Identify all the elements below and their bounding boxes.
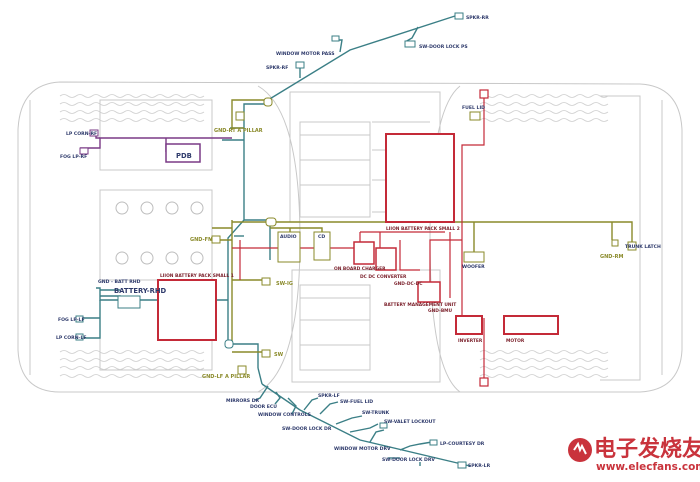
label-fog-lp-lf: FOG LP-LF — [58, 317, 85, 323]
label-battery-rhd: BATTERY-RHD — [114, 287, 167, 295]
sw-valet-connector — [379, 422, 388, 429]
label-gnd-dc-dc: GND-DC-DC — [394, 281, 422, 287]
lp-corn-rf-connector — [89, 129, 99, 137]
label-lp-courtesy-dr: LP-COURTESY DR — [440, 441, 485, 447]
watermark-url: www.elecfans.com — [596, 461, 700, 473]
label-sw-door-lock-dr: SW-DOOR LOCK DR — [282, 426, 332, 432]
pdb-box — [165, 143, 201, 163]
label-pdb: PDB — [176, 152, 192, 160]
lp-corn-lf-connector — [75, 333, 84, 341]
watermark: 电子发烧友 www.elecfans.com — [568, 436, 700, 473]
window-motor-pass-connector — [331, 35, 340, 42]
label-gnd-bmu: GND-BMU — [428, 308, 453, 314]
label-gnd-rm: GND-RM — [600, 254, 623, 260]
label-fuel-lid: FUEL LID — [462, 105, 485, 111]
label-spkr-lr: SPKR-LR — [468, 463, 491, 469]
label-audio: AUDIO — [280, 234, 297, 240]
label-fog-lp-rf: FOG LP-RF — [60, 154, 87, 160]
label-sw-ig: SW-IG — [276, 281, 293, 287]
spkr-rr-connector — [454, 12, 464, 20]
label-motor: MOTOR — [506, 338, 525, 344]
spkr-lr-connector — [457, 461, 467, 469]
fuel-lid-connector — [469, 111, 481, 121]
splice-bottom — [224, 339, 234, 349]
sw-ig-connector — [261, 277, 271, 286]
label-sw-door-lock-drv: SW-DOOR LOCK DRV — [382, 457, 435, 463]
labels: SPKR-RR WINDOW MOTOR PASS SW-DOOR LOCK P… — [56, 15, 661, 469]
label-gnd-batt-rhd: GND - BATT RHD — [98, 279, 141, 285]
harness-purple — [80, 132, 232, 152]
label-window-controls: WINDOW CONTROLS — [258, 412, 311, 418]
gnd-rt-a-pillar-connector — [235, 111, 245, 121]
label-bmu: BATTERY MANAGEMENT UNIT — [384, 302, 456, 308]
label-window-motor-drv: WINDOW MOTOR DRV — [334, 446, 391, 452]
label-dc-dc-converter: DC DC CONVERTER — [360, 274, 407, 280]
label-sw: SW — [274, 352, 284, 358]
vehicle-body — [17, 81, 683, 393]
sw-connector — [261, 349, 271, 358]
fog-lp-rf-connector — [79, 147, 89, 155]
label-gnd-lf-a-pillar: GND-LF A PILLAR — [202, 374, 250, 380]
gnd-lf-a-pillar-connector — [237, 365, 247, 375]
label-sw-door-lock-ps: SW-DOOR LOCK PS — [419, 44, 468, 50]
label-lp-corn-lf: LP CORN-LF — [56, 335, 87, 341]
gnd-fm-connector — [211, 235, 221, 244]
watermark-logo-icon — [568, 438, 592, 462]
motor-box — [503, 315, 559, 335]
inverter-box — [455, 315, 483, 335]
gnd-rm-connector — [611, 239, 619, 247]
label-liion-pack-1: LIION BATTERY PACK SMALL 1 — [160, 273, 234, 279]
lp-courtesy-connector — [429, 439, 438, 446]
label-spkr-rr: SPKR-RR — [466, 15, 489, 21]
label-trunk-latch: TRUNK LATCH — [625, 244, 661, 250]
label-window-motor-pass: WINDOW MOTOR PASS — [276, 51, 335, 57]
label-spkr-rf: SPKR-RF — [266, 65, 288, 71]
trunk-latch-connector — [627, 241, 637, 251]
splice-top — [263, 97, 273, 107]
dc-dc-converter-box — [375, 247, 397, 271]
label-spkr-lf: SPKR-LF — [318, 393, 340, 399]
seat-markers — [115, 201, 204, 265]
component-boxes — [75, 12, 637, 469]
fog-lp-lf-connector — [75, 315, 84, 323]
woofer-box — [463, 251, 485, 263]
red-connector-bottom — [479, 377, 489, 387]
red-connector-top — [479, 89, 489, 99]
label-on-board-charger: ON BOARD CHARGER — [334, 266, 386, 272]
liion-pack-1-box — [157, 279, 217, 341]
label-woofer: WOOFER — [462, 264, 485, 270]
label-lp-corn-rf: LP CORN-RF — [66, 131, 97, 137]
bmu-box — [417, 281, 441, 303]
battery-rhd-box — [117, 295, 141, 309]
sw-door-lock-ps-connector — [404, 40, 416, 48]
liion-pack-2-box — [385, 133, 455, 223]
label-gnd-rt-a-pillar: GND-RT A PILLAR — [214, 128, 263, 134]
label-sw-trunk: SW-TRUNK — [362, 410, 390, 416]
label-mirrors-dr: MIRRORS DR — [226, 398, 260, 404]
harness-teal — [76, 15, 471, 467]
watermark-logo-text: 电子发烧友 — [594, 436, 700, 462]
label-sw-valet-lockout: SW-VALET LOCKOUT — [384, 419, 436, 425]
on-board-charger-box — [353, 241, 375, 265]
wheel-treads — [59, 94, 609, 378]
splice-mid — [265, 217, 277, 227]
spkr-rf-connector — [295, 61, 305, 69]
label-door-ecu: DOOR ECU — [250, 404, 277, 410]
label-cd: CD — [318, 234, 325, 240]
cd-box — [313, 231, 331, 261]
label-inverter: INVERTER — [458, 338, 483, 344]
label-liion-pack-2: LIION BATTERY PACK SMALL 2 — [386, 226, 460, 232]
label-gnd-fm: GND-FM — [190, 237, 213, 243]
label-sw-fuel-lid: SW-FUEL LID — [340, 399, 373, 405]
audio-box — [277, 231, 301, 263]
